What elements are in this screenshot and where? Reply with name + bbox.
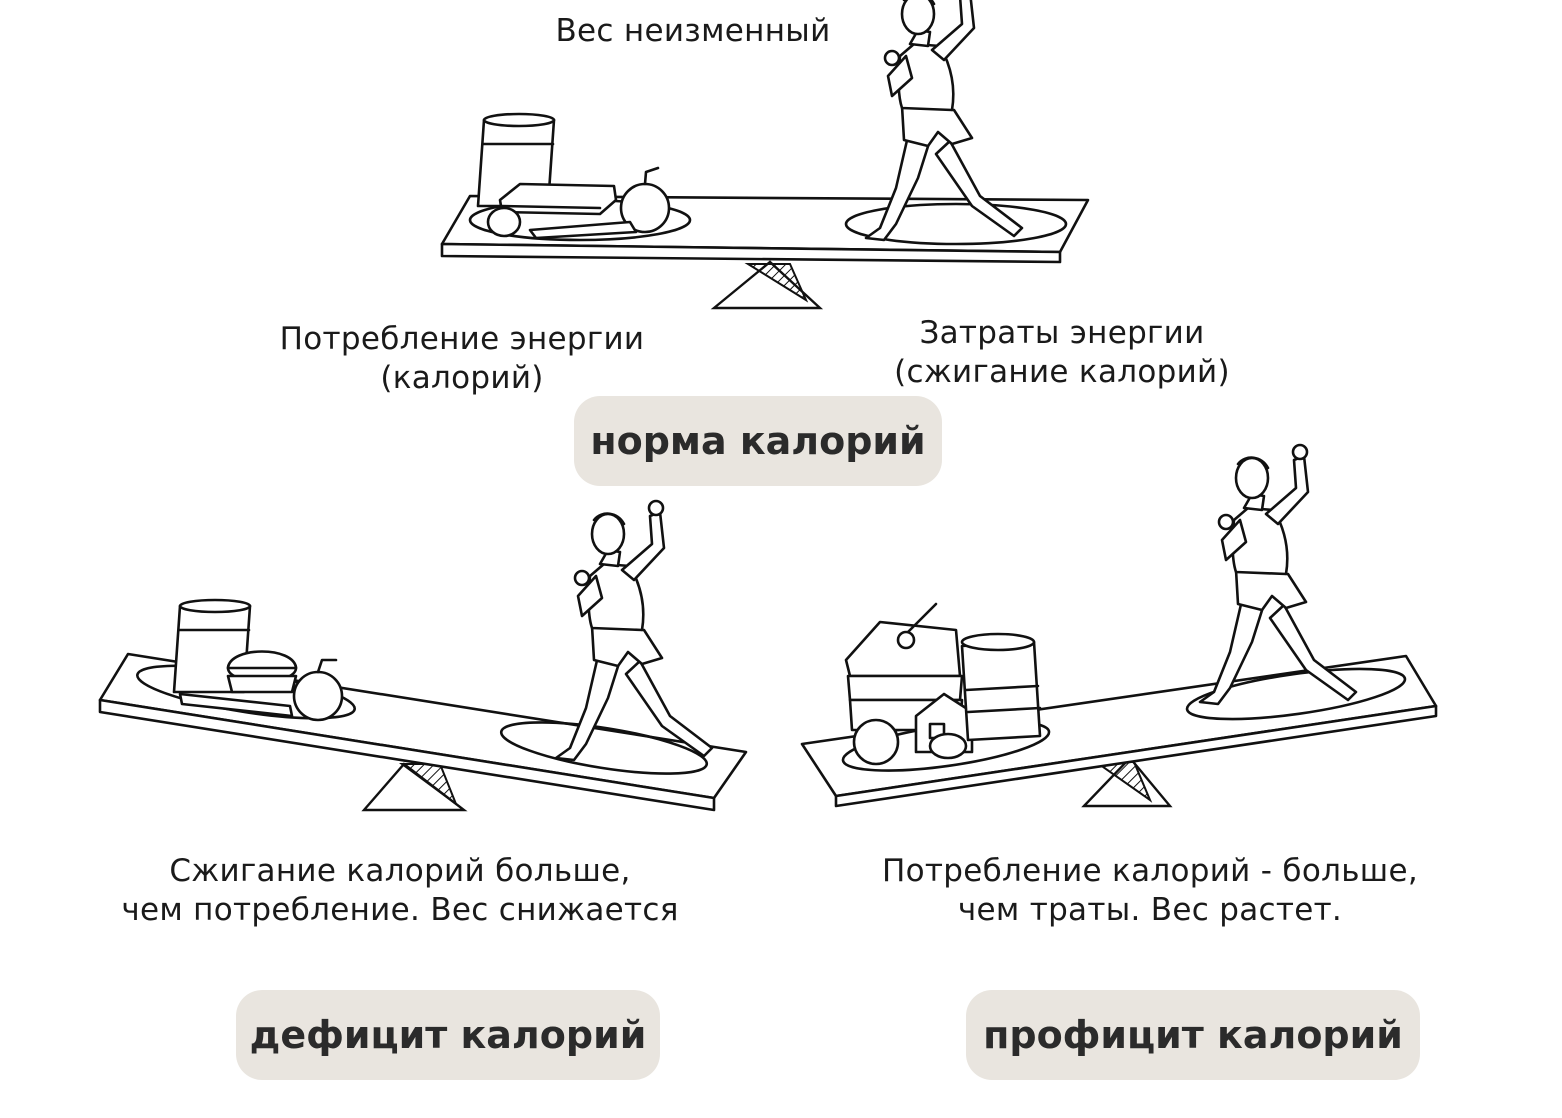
surplus-caption-line-1: Потребление калорий - больше, [882,853,1418,889]
deficit-caption-line-2: чем потребление. Вес снижается [121,892,679,928]
energy-intake-label: Потребление энергии (калорий) [262,320,662,398]
balanced-scale [440,0,1090,310]
deficit-caption: Сжигание калорий больше, чем потребление… [100,852,700,930]
energy-expenditure-line-2: (сжигание калорий) [894,354,1230,390]
deficit-scale [98,499,748,812]
energy-expenditure-line-1: Затраты энергии [919,315,1205,351]
energy-intake-line-2: (калорий) [380,360,544,396]
surplus-caption-line-2: чем траты. Вес растет. [957,892,1343,928]
surplus-scale [800,443,1438,808]
deficit-caption-line-1: Сжигание калорий больше, [169,853,631,889]
surplus-caption: Потребление калорий - больше, чем траты.… [850,852,1450,930]
deficit-badge: дефицит калорий [236,990,660,1080]
energy-expenditure-label: Затраты энергии (сжигание калорий) [872,314,1252,392]
maintenance-badge: норма калорий [574,396,942,486]
top-caption: Вес неизменный [555,13,831,49]
surplus-badge: профицит калорий [966,990,1420,1080]
energy-intake-line-1: Потребление энергии [279,321,645,357]
